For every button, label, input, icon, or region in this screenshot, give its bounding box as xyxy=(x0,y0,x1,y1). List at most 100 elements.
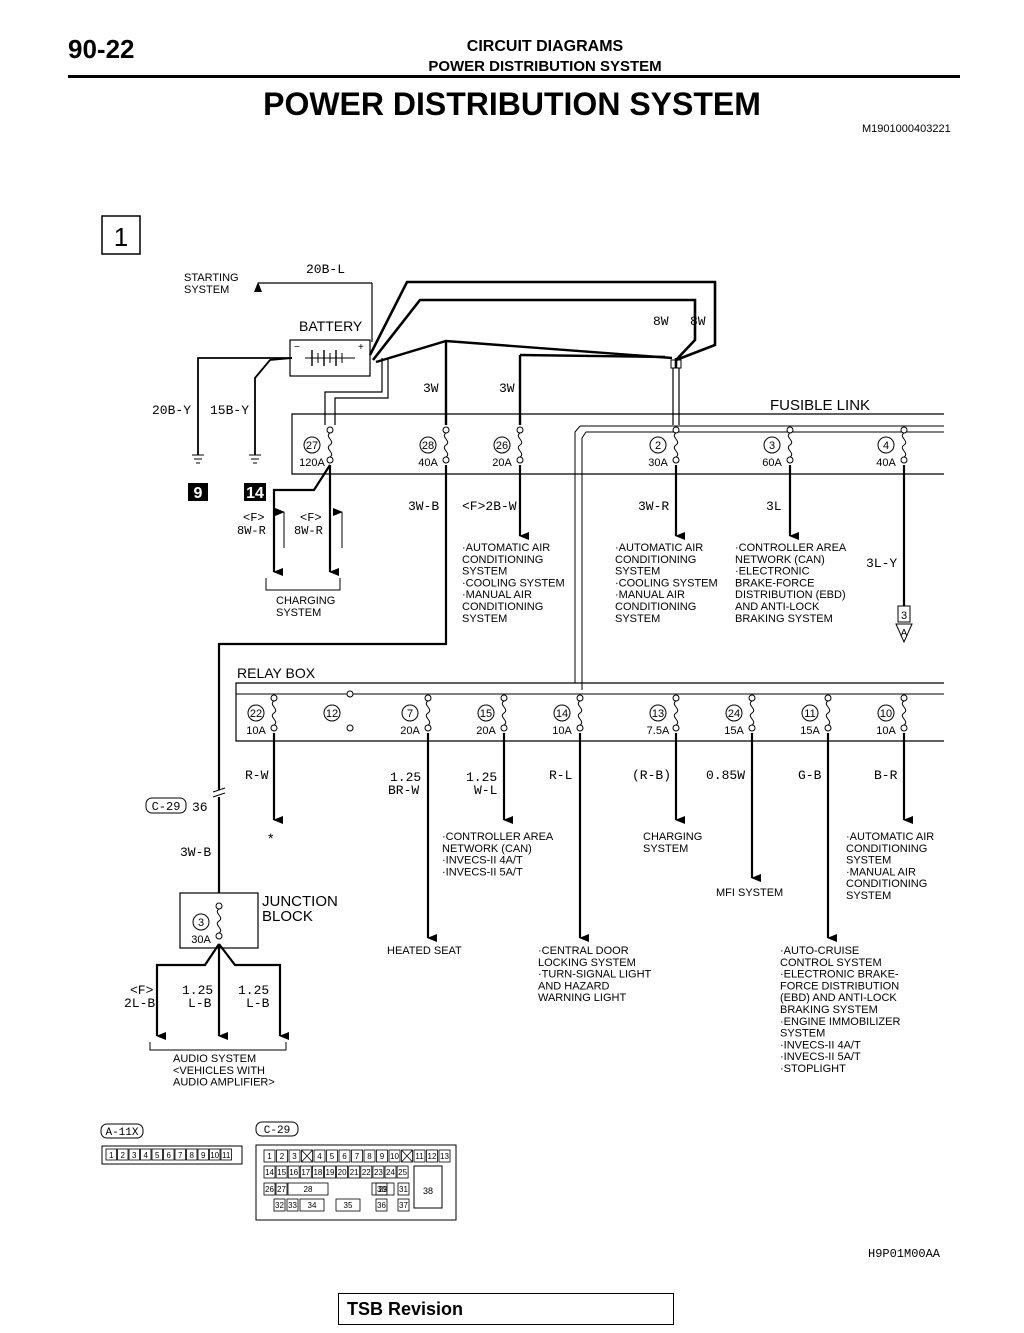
fuse-element xyxy=(327,432,333,458)
destination-line: CHARGING xyxy=(643,831,702,843)
fuse-number-circle xyxy=(725,704,743,722)
connector-c29-label: C-29 xyxy=(152,800,181,814)
fusible-link-box xyxy=(291,413,944,475)
destination-line: BRAKING SYSTEM xyxy=(735,613,833,625)
tsb-revision-box: TSB Revision xyxy=(338,1293,674,1325)
fuse-element xyxy=(749,700,755,726)
destination-line: CONTROL SYSTEM xyxy=(780,957,882,969)
destination-line: ·COOLING SYSTEM xyxy=(462,577,565,589)
destination-line: ·COOLING SYSTEM xyxy=(615,577,718,589)
fuse-terminal xyxy=(326,456,334,464)
connector-pin-number: 9 xyxy=(380,1152,385,1161)
wire-3l: 3L xyxy=(766,499,782,514)
fuse-terminal xyxy=(270,694,278,702)
connector-pin-number: 28 xyxy=(304,1185,313,1194)
dest-fl2-label: ·AUTOMATIC AIR CONDITIONING SYSTEM·COOLING… xyxy=(615,542,718,625)
fuse-amperage: 40A xyxy=(876,457,896,469)
connector-pin-number: 16 xyxy=(289,1168,298,1177)
connector-pin-number: 4 xyxy=(143,1151,148,1160)
relay-box-fuse: 137.5A xyxy=(647,694,680,737)
wire-085w: 0.85W xyxy=(706,768,745,783)
destination-line: ·AUTOMATIC AIR xyxy=(615,542,703,554)
fuse-terminal xyxy=(424,724,432,732)
connector-pin xyxy=(336,1165,349,1179)
fuse-terminal xyxy=(824,694,832,702)
fuse-element xyxy=(673,700,679,726)
fuse-amperage: 15A xyxy=(800,725,820,737)
fuse-terminal xyxy=(748,724,756,732)
relay-box-label: RELAY BOX xyxy=(237,665,316,681)
connector-pin xyxy=(324,1165,336,1179)
connector-pin-number: 7 xyxy=(178,1151,183,1160)
fuse-terminal xyxy=(672,694,680,702)
fuse-terminal xyxy=(900,426,908,434)
fuse-terminal xyxy=(516,456,524,464)
fuse-element xyxy=(577,700,583,726)
connector-pin-number: 25 xyxy=(398,1168,407,1177)
destination-line: SYSTEM xyxy=(615,566,660,578)
connector-pin-number: 3 xyxy=(292,1152,297,1161)
fuse-number-circle xyxy=(649,436,667,454)
fuse-amperage: 20A xyxy=(476,725,496,737)
tsb-revision-label: TSB Revision xyxy=(347,1299,464,1319)
connector-callout xyxy=(255,1121,299,1137)
dest-rb10-label: ·AUTOMATIC AIRCONDITIONINGSYSTEM·MANUAL … xyxy=(846,831,934,902)
fuse-number-circle xyxy=(763,436,781,454)
fuse-amperage: 10A xyxy=(552,725,572,737)
fuse-element xyxy=(425,700,431,726)
connector-pin xyxy=(384,1165,397,1179)
wire-r-b: (R-B) xyxy=(632,768,671,783)
wire-f8w-r-b-top: <F> xyxy=(300,511,322,525)
connector-pin-number: 6 xyxy=(166,1151,171,1160)
connector-pin xyxy=(276,1149,288,1163)
fuse-element xyxy=(443,432,449,458)
fuse-element xyxy=(216,908,222,934)
fuse-terminal xyxy=(424,694,432,702)
destination-line: AUDIO AMPLIFIER> xyxy=(173,1077,275,1089)
connector-pin-number: 34 xyxy=(308,1201,317,1210)
fuse-terminal xyxy=(215,932,223,940)
ground-14-badge xyxy=(244,483,266,501)
fuse-number-circle xyxy=(303,436,321,454)
wire-125-w-l: W-L xyxy=(474,783,497,798)
connector-pin xyxy=(220,1148,232,1161)
wire-20b-l: 20B-L xyxy=(306,262,345,277)
wire-15b-y: 15B-Y xyxy=(210,403,249,418)
connector-pin xyxy=(397,1198,410,1212)
connector-pin xyxy=(263,1165,276,1179)
connector-pin-number: 1 xyxy=(109,1151,114,1160)
fuse-terminal xyxy=(326,426,334,434)
fuse-number: 4 xyxy=(883,440,889,452)
fusible-link-label: FUSIBLE LINK xyxy=(770,397,870,414)
connector-pin-number: 35 xyxy=(344,1201,353,1210)
connector-pin xyxy=(363,1149,376,1163)
fuse-amperage: 30A xyxy=(191,934,211,946)
connector-pin-number: 32 xyxy=(275,1201,284,1210)
destination-line: CONDITIONING xyxy=(615,601,696,613)
wire-20b-y: 20B-Y xyxy=(152,403,191,418)
connector-pin xyxy=(163,1148,175,1161)
connector-pin xyxy=(273,1198,286,1212)
document-code: M1901000403221 xyxy=(862,123,951,135)
fuse-terminal xyxy=(516,426,524,434)
destination-line: CONDITIONING xyxy=(846,843,927,855)
fuse-element xyxy=(673,432,679,458)
fuse-number-circle xyxy=(192,913,210,931)
connector-c29-callout xyxy=(145,797,187,814)
destination-line: AND HAZARD xyxy=(538,980,610,992)
destination-line: CONDITIONING xyxy=(462,601,543,613)
fuse-number: 14 xyxy=(556,708,568,720)
connector-pin-number: 29 xyxy=(379,1185,388,1194)
wire-f8w-r-a: 8W-R xyxy=(237,524,266,538)
connector-pin xyxy=(375,1198,388,1212)
fuse-amperage: 120A xyxy=(299,457,325,469)
wire-125-l-b-a: L-B xyxy=(188,996,212,1011)
